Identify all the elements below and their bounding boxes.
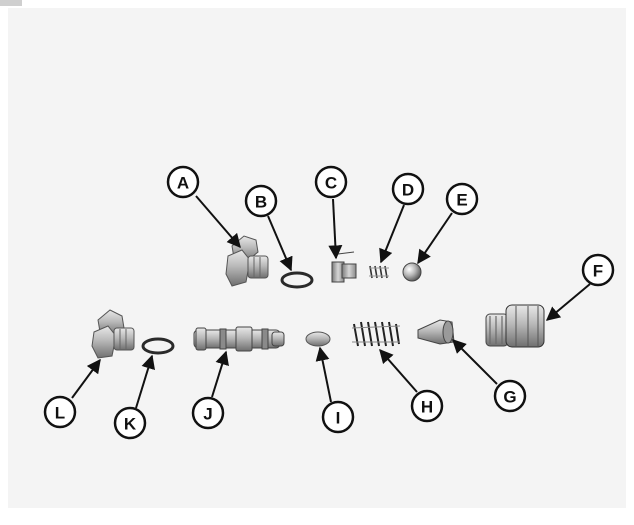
- callout-label-c: C: [325, 174, 337, 193]
- top-left-corner-mark: [0, 0, 22, 6]
- callout-label-b: B: [255, 193, 267, 212]
- photo-background: [8, 8, 626, 508]
- callout-label-k: K: [124, 415, 137, 434]
- callout-label-i: I: [336, 409, 341, 428]
- callout-label-e: E: [456, 191, 467, 210]
- callout-label-l: L: [55, 404, 65, 423]
- part-j-spool: [194, 327, 284, 351]
- callout-label-a: A: [177, 174, 189, 193]
- callout-label-f: F: [593, 262, 603, 281]
- callout-label-h: H: [421, 398, 433, 417]
- part-i-disc: [306, 332, 330, 346]
- callout-label-d: D: [402, 181, 414, 200]
- callout-label-j: J: [203, 405, 212, 424]
- part-e-ball: [403, 263, 421, 281]
- callout-label-g: G: [503, 388, 516, 407]
